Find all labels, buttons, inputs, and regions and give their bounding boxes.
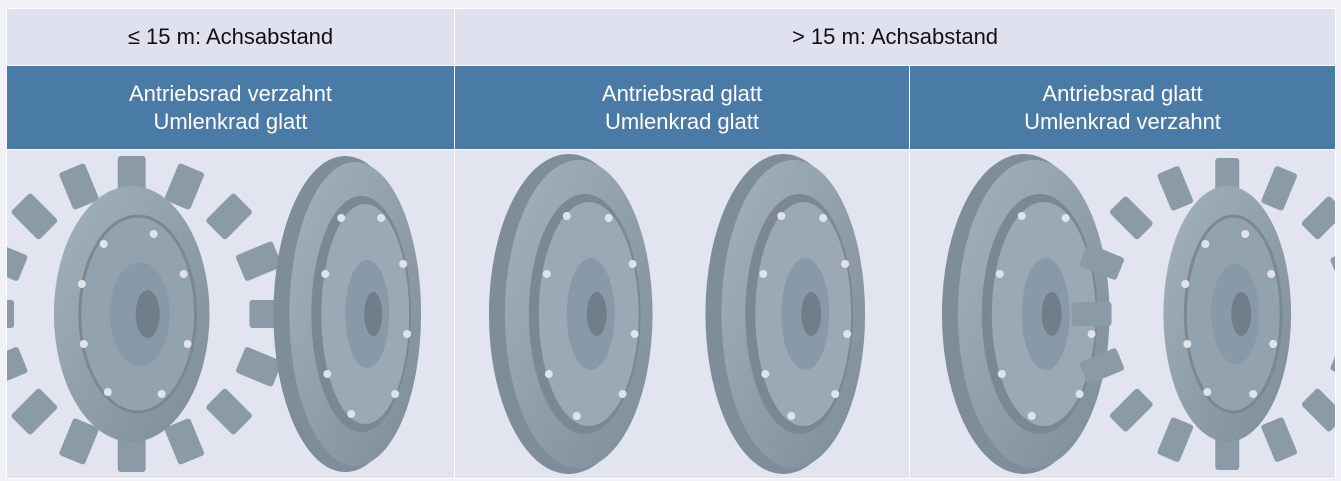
sprocket-icon <box>7 156 290 472</box>
smooth-wheel-icon <box>705 154 866 474</box>
wheel-image-row <box>6 149 1337 479</box>
wheel-comparison-table: ≤ 15 m: Achsabstand > 15 m: Achsabstand … <box>6 8 1337 479</box>
sprocket-icon <box>1071 158 1336 470</box>
config-3-wheel-illustration <box>941 154 1336 474</box>
condition-long-distance: > 15 m: Achsabstand <box>453 8 1337 66</box>
config-3-drive-wheel: Antriebsrad glatt <box>1042 80 1203 106</box>
config-1-images <box>6 149 455 479</box>
smooth-wheel-icon <box>488 154 653 474</box>
config-header-3: Antriebsrad glatt Umlenkrad verzahnt <box>908 65 1337 150</box>
config-2-images <box>454 149 910 479</box>
config-2-drive-wheel: Antriebsrad glatt <box>601 80 763 106</box>
config-3-images <box>908 149 1337 479</box>
config-header-1: Antriebsrad verzahnt Umlenkrad glatt <box>6 65 455 150</box>
distance-condition-row: ≤ 15 m: Achsabstand > 15 m: Achsabstand <box>6 8 1337 66</box>
smooth-wheel-icon <box>273 156 422 472</box>
condition-short-distance: ≤ 15 m: Achsabstand <box>6 8 455 66</box>
config-2-wheel-illustration <box>488 154 866 474</box>
config-1-idler-wheel: Umlenkrad glatt <box>153 108 308 134</box>
config-2-idler-wheel: Umlenkrad glatt <box>604 108 760 134</box>
config-1-wheel-illustration <box>7 156 422 472</box>
smooth-wheel-icon <box>941 154 1110 474</box>
config-3-idler-wheel: Umlenkrad verzahnt <box>1024 108 1221 134</box>
config-header-2: Antriebsrad glatt Umlenkrad glatt <box>454 65 910 150</box>
wheel-config-header-row: Antriebsrad verzahnt Umlenkrad glatt Ant… <box>6 65 1337 150</box>
config-1-drive-wheel: Antriebsrad verzahnt <box>129 80 332 106</box>
